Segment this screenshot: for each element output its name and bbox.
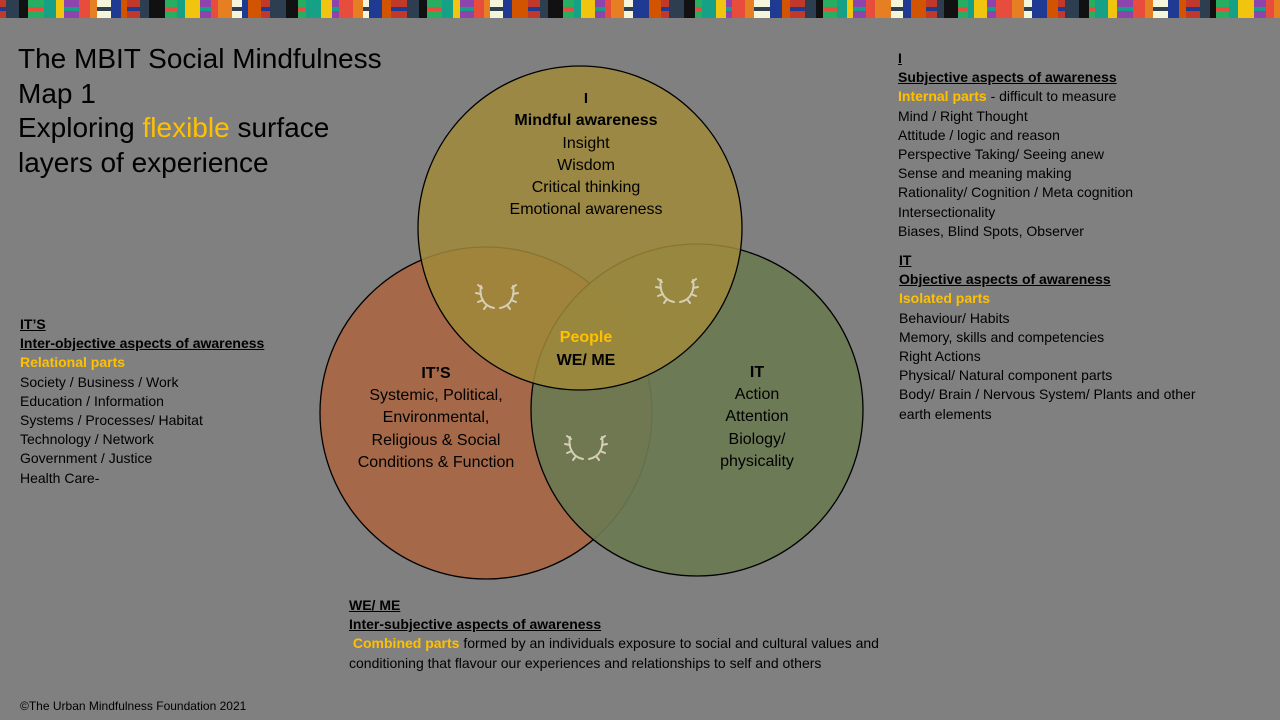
panel-i-item: Rationality/ Cognition / Meta cognition xyxy=(898,184,1134,201)
panel-we-me-line-1-suffix: formed by an individuals exposure to soc… xyxy=(459,635,879,652)
panel-we-me: WE/ ME Inter-subjective aspects of aware… xyxy=(349,596,879,673)
panel-i-heading: I xyxy=(898,50,902,66)
panel-i-accent: Internal parts xyxy=(898,88,987,105)
panel-we-me-line-1: Combined parts formed by an individuals … xyxy=(349,634,879,653)
title-line-4: layers of experience xyxy=(18,146,269,178)
panel-its-item: Systems / Processes/ Habitat xyxy=(20,412,203,429)
venn-it-line: Action xyxy=(735,386,779,403)
panel-its-accent: Relational parts xyxy=(20,354,126,371)
panel-it-item: Physical/ Natural component parts xyxy=(899,367,1113,384)
panel-its-item: Society / Business / Work xyxy=(20,373,179,390)
venn-it-line: Biology/ xyxy=(729,431,786,448)
panel-we-me-accent: Combined parts xyxy=(352,635,460,652)
page-title: The MBIT Social Mindfulness Map 1 Explor… xyxy=(18,42,418,180)
venn-it-line: physicality xyxy=(720,453,794,470)
venn-i-line: Emotional awareness xyxy=(510,201,663,218)
venn-center-sublabel: WE/ ME xyxy=(557,352,616,369)
venn-it-line: Attention xyxy=(725,408,788,425)
panel-we-me-subheading: Inter-subjective aspects of awareness xyxy=(349,616,602,633)
venn-i-line: Critical thinking xyxy=(532,179,640,196)
panel-i-accent-suffix: - difficult to measure xyxy=(986,88,1117,105)
panel-i-item: Perspective Taking/ Seeing anew xyxy=(898,146,1104,163)
circle-i xyxy=(417,65,743,391)
venn-its-line: Environmental, xyxy=(383,409,490,426)
panel-we-me-line-2: conditioning that flavour our experience… xyxy=(349,654,822,671)
panel-i-item: Intersectionality xyxy=(898,203,996,220)
panel-its-item: Education / Information xyxy=(20,392,164,409)
kente-pattern-banner xyxy=(0,0,1280,18)
venn-its-line: Religious & Social xyxy=(372,432,501,449)
title-line-3: Exploring flexible surface xyxy=(18,111,418,146)
panel-it-subheading: Objective aspects of awareness xyxy=(899,271,1111,288)
title-line-3-post: surface xyxy=(229,112,330,143)
panel-it-item: Right Actions xyxy=(899,348,981,365)
venn-its-heading: IT’S xyxy=(421,365,451,382)
panel-i-subheading: Subjective aspects of awareness xyxy=(898,69,1117,86)
venn-its-line: Systemic, Political, xyxy=(369,387,502,404)
laurel-icon xyxy=(655,278,699,304)
panel-its-item: Technology / Network xyxy=(20,431,154,448)
panel-it-item: Body/ Brain / Nervous System/ Plants and… xyxy=(899,386,1196,403)
title-line-2: Map 1 xyxy=(18,77,96,109)
copyright-footer: ©The Urban Mindfulness Foundation 2021 xyxy=(20,699,247,713)
panel-it: IT Objective aspects of awareness Isolat… xyxy=(899,251,1195,424)
panel-i-item: Sense and meaning making xyxy=(898,165,1072,182)
panel-i: I Subjective aspects of awareness Intern… xyxy=(898,49,1133,241)
venn-center-label: People xyxy=(560,329,613,346)
panel-its: IT’S Inter-objective aspects of awarenes… xyxy=(20,315,264,488)
venn-its-line: Conditions & Function xyxy=(358,454,515,471)
panel-i-item: Attitude / logic and reason xyxy=(898,126,1060,143)
panel-it-heading: IT xyxy=(899,252,912,268)
title-line-1: The MBIT Social Mindfulness xyxy=(18,43,382,74)
venn-i-line: Insight xyxy=(562,135,610,152)
panel-it-item: Memory, skills and competencies xyxy=(899,328,1105,345)
venn-i-heading: I xyxy=(584,90,588,107)
panel-i-accent-line: Internal parts - difficult to measure xyxy=(898,87,1133,106)
panel-i-item: Mind / Right Thought xyxy=(898,107,1028,124)
panel-its-subheading: Inter-objective aspects of awareness xyxy=(20,335,265,352)
panel-its-item: Government / Justice xyxy=(20,450,153,467)
laurel-icon xyxy=(475,284,519,310)
panel-we-me-heading: WE/ ME xyxy=(349,597,401,613)
panel-its-heading: IT’S xyxy=(20,316,46,332)
title-highlight-word: flexible xyxy=(142,112,230,143)
venn-i-subheading: Mindful awareness xyxy=(514,112,657,129)
venn-i-line: Wisdom xyxy=(557,157,615,174)
panel-it-item: Behaviour/ Habits xyxy=(899,309,1010,326)
venn-it-heading: IT xyxy=(750,364,764,381)
panel-i-item: Biases, Blind Spots, Observer xyxy=(898,222,1084,239)
title-line-3-pre: Exploring xyxy=(18,112,143,143)
panel-it-item: earth elements xyxy=(899,405,992,422)
panel-it-accent: Isolated parts xyxy=(899,290,991,307)
panel-its-item: Health Care- xyxy=(20,469,100,486)
laurel-icon xyxy=(564,435,608,461)
